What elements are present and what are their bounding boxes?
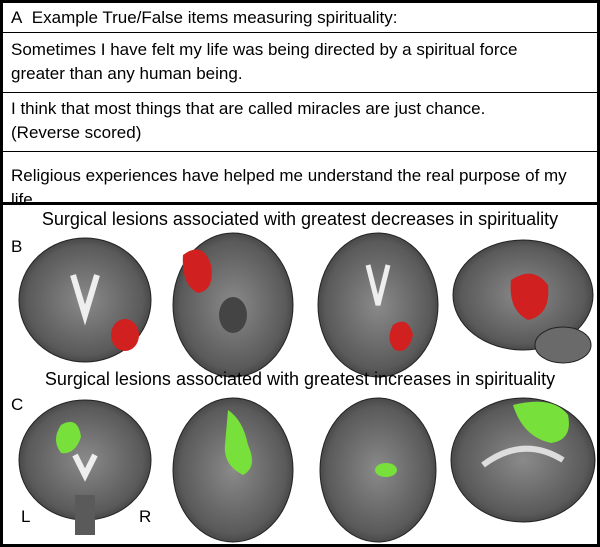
lesion-red	[111, 319, 139, 351]
panel-c-letter: C	[11, 395, 24, 414]
brain-b-axial-1	[172, 232, 294, 378]
brain-b-sagittal	[452, 239, 594, 364]
item-2: I think that most things that are called…	[3, 93, 597, 152]
item-3: Religious experiences have helped me und…	[3, 152, 597, 209]
item-2-line1: I think that most things that are called…	[11, 99, 486, 118]
brain-b-coronal	[18, 237, 152, 363]
lesion-green	[224, 410, 252, 475]
panel-a: A Example True/False items measuring spi…	[0, 0, 600, 209]
lesion-green	[513, 401, 569, 443]
item-1-line2: greater than any human being.	[11, 64, 243, 83]
lesion-red	[182, 249, 212, 293]
panel-b-letter: B	[11, 237, 23, 256]
brain-c-axial-2	[319, 397, 437, 543]
brain-c-coronal	[18, 399, 152, 535]
item-1: Sometimes I have felt my life was being …	[3, 33, 597, 93]
item-2-line2: (Reverse scored)	[11, 123, 142, 142]
panel-a-letter: A	[11, 8, 23, 27]
panel-bc: Surgical lesions associated with greates…	[0, 202, 600, 547]
brain-images	[18, 232, 596, 543]
right-label: R	[139, 507, 152, 526]
brain-c-sagittal	[450, 397, 596, 523]
panel-a-heading: Example True/False items measuring spiri…	[31, 8, 398, 27]
lesion-red	[389, 321, 413, 351]
panel-b-title: Surgical lesions associated with greates…	[41, 209, 559, 229]
brain-c-axial-1	[172, 397, 294, 543]
panel-c-title: Surgical lesions associated with greates…	[44, 369, 556, 389]
lesion-green	[375, 463, 397, 477]
left-label: L	[21, 507, 31, 526]
brain-b-axial-2	[317, 232, 439, 378]
item-1-line1: Sometimes I have felt my life was being …	[11, 40, 518, 59]
lesion-green	[56, 421, 81, 454]
lesion-red	[510, 273, 549, 320]
panel-a-header: A Example True/False items measuring spi…	[3, 3, 597, 33]
